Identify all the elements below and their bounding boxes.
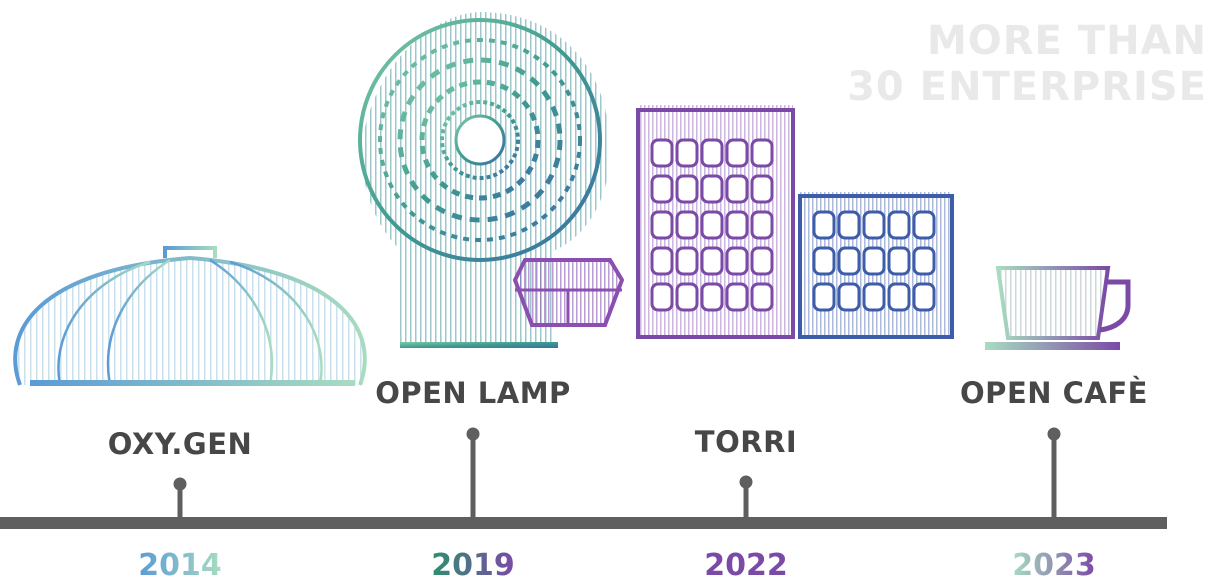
headline: MORE THAN 30 ENTERPRISE [847, 18, 1207, 110]
torri-window [650, 210, 674, 240]
torri-window [862, 210, 886, 240]
torri-window [750, 282, 774, 312]
torri-window [725, 174, 749, 204]
torri-illustration [636, 105, 954, 339]
torri-window [700, 210, 724, 240]
torri-window [700, 246, 724, 276]
torri-window [887, 210, 911, 240]
open-lamp-illustration [358, 12, 625, 348]
torri-window [700, 138, 724, 168]
torri-window [837, 246, 861, 276]
milestone-stem-open-lamp [470, 434, 476, 520]
illustrations [13, 12, 1131, 386]
torri-window [912, 246, 936, 276]
milestone-year-open-cafe: 2023 [1012, 548, 1096, 583]
milestone-label-oxygen: OXY.GEN [107, 427, 253, 461]
milestone-dot-open-lamp [466, 427, 480, 441]
milestone-stem-open-cafe [1051, 434, 1057, 520]
torri-window [650, 174, 674, 204]
torri-window [750, 174, 774, 204]
torri-window [912, 282, 936, 312]
torri-window [675, 138, 699, 168]
milestone-stem-oxygen [177, 484, 183, 520]
milestone-dot-torri [739, 475, 753, 489]
torri-window [650, 138, 674, 168]
torri-window [837, 210, 861, 240]
torri-window [675, 174, 699, 204]
torri-window [675, 210, 699, 240]
torri-window [912, 210, 936, 240]
torri-tower-a-windows [650, 138, 774, 312]
oxygen-pavilion-illustration [13, 246, 367, 386]
torri-window [837, 282, 861, 312]
torri-window [725, 282, 749, 312]
milestone-dot-oxygen [173, 477, 187, 491]
torri-window [675, 246, 699, 276]
torri-window [750, 138, 774, 168]
milestone-year-open-lamp: 2019 [431, 548, 515, 583]
headline-line-2: 30 ENTERPRISE [847, 64, 1207, 110]
torri-window [812, 210, 836, 240]
torri-tower-b-windows [812, 210, 936, 312]
milestone-dot-open-cafe [1047, 427, 1061, 441]
milestone-label-torri: TORRI [694, 425, 798, 459]
torri-window [725, 246, 749, 276]
torri-window [725, 210, 749, 240]
torri-window [750, 210, 774, 240]
torri-window [650, 246, 674, 276]
milestone-year-oxygen: 2014 [138, 548, 222, 583]
headline-line-1: MORE THAN [926, 18, 1207, 64]
milestone-label-open-lamp: OPEN LAMP [375, 376, 571, 410]
timeline-baseline [0, 517, 1167, 529]
torri-window [675, 282, 699, 312]
torri-window [725, 138, 749, 168]
milestone-label-open-cafe: OPEN CAFÈ [960, 376, 1148, 410]
milestone-stem-torri [743, 482, 749, 520]
torri-window [700, 282, 724, 312]
torri-window [650, 282, 674, 312]
milestone-year-torri: 2022 [704, 548, 788, 583]
open-cafe-cup-illustration [985, 266, 1131, 350]
torri-window [700, 174, 724, 204]
torri-window [750, 246, 774, 276]
torri-window [862, 282, 886, 312]
torri-window [812, 246, 836, 276]
torri-window [862, 246, 886, 276]
torri-window [887, 246, 911, 276]
torri-window [887, 282, 911, 312]
torri-window [812, 282, 836, 312]
